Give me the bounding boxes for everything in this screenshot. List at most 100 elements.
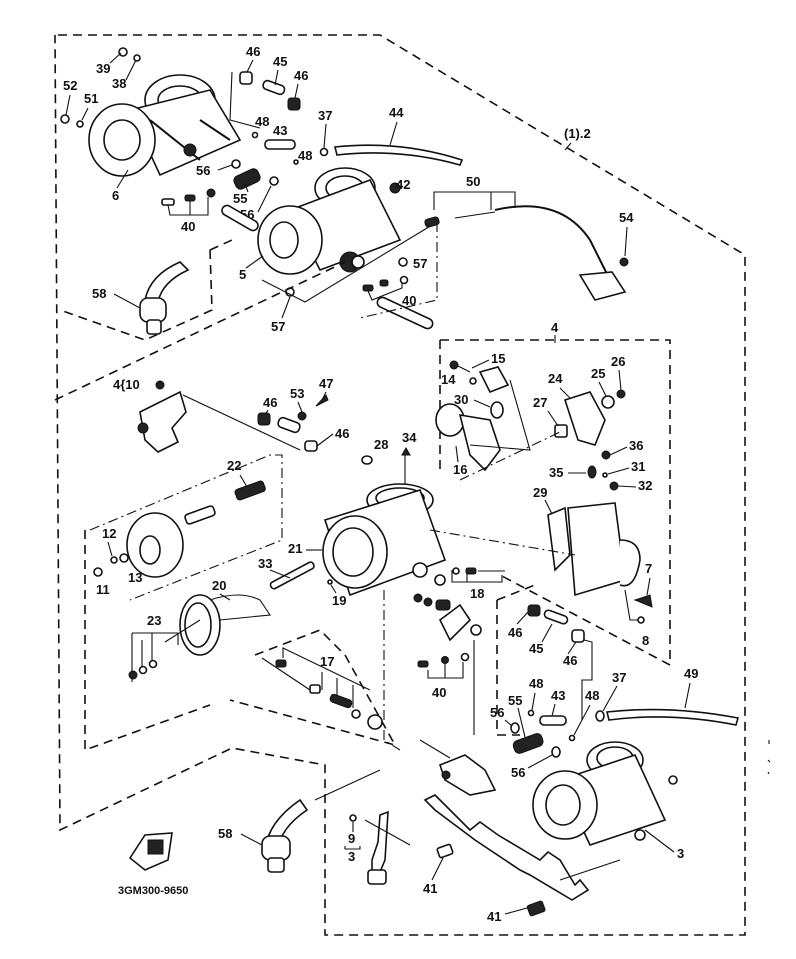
carburetor-symbol-icon	[128, 832, 173, 871]
callout-41a: 41	[423, 881, 437, 896]
callout-53: 53	[290, 386, 304, 401]
callout-41b: 41	[487, 909, 501, 924]
callout-40b: 40	[402, 293, 416, 308]
part-58-upper	[139, 261, 190, 335]
callout-48d: 48	[585, 688, 599, 703]
callout-24: 24	[548, 371, 563, 386]
callout-39: 39	[96, 61, 110, 76]
callout-44: 44	[389, 105, 404, 120]
callout-8: 8	[642, 633, 649, 648]
callout-55a: 55	[233, 191, 247, 206]
callout-55b: 55	[508, 693, 522, 708]
callout-19: 19	[332, 593, 346, 608]
callout-group-4: 4	[551, 320, 559, 335]
carburetor-6	[88, 74, 242, 177]
piston-20	[164, 594, 271, 656]
callout-40a: 40	[181, 219, 195, 234]
callout-48a: 48	[255, 114, 269, 129]
callout-assembly-1-2: (1).2	[564, 126, 591, 141]
callout-9-3-bottom: 3	[348, 849, 355, 864]
callout-37a: 37	[318, 108, 332, 123]
callout-40c: 40	[432, 685, 446, 700]
group-4-boundary	[440, 339, 671, 667]
needle-valve-17	[261, 657, 383, 730]
callout-22: 22	[227, 458, 241, 473]
part-14-bracket	[478, 366, 510, 394]
callout-34: 34	[402, 430, 417, 445]
callout-57a: 57	[413, 256, 427, 271]
callout-6: 6	[112, 188, 119, 203]
callout-28: 28	[374, 437, 388, 452]
callout-17: 17	[320, 654, 334, 669]
callout-48b: 48	[298, 148, 312, 163]
assembly-boundary	[54, 34, 746, 936]
callout-52: 52	[63, 78, 77, 93]
callout-46b: 46	[294, 68, 308, 83]
callout-33: 33	[258, 556, 272, 571]
callout-14: 14	[441, 372, 456, 387]
callout-43a: 43	[273, 123, 287, 138]
callout-57b: 57	[271, 319, 285, 334]
throttle-linkage	[413, 593, 482, 642]
callout-46f: 46	[563, 653, 577, 668]
callout-38: 38	[112, 76, 126, 91]
part-16	[435, 403, 501, 472]
cable-50	[494, 205, 611, 281]
callout-47: 47	[319, 376, 333, 391]
callout-11: 11	[96, 582, 110, 597]
callout-48c: 48	[529, 676, 543, 691]
callout-50: 50	[466, 174, 480, 189]
callout-46e: 46	[508, 625, 522, 640]
carburetor-body-21	[322, 483, 447, 597]
callout-45a: 45	[273, 54, 287, 69]
float-chamber-29	[547, 502, 641, 597]
callout-36: 36	[629, 438, 643, 453]
callout-3: 3	[677, 846, 684, 861]
callout-29: 29	[533, 485, 547, 500]
callout-30: 30	[454, 392, 468, 407]
callout-43b: 43	[551, 688, 565, 703]
callout-25: 25	[591, 366, 605, 381]
carburetor-3	[532, 741, 678, 846]
cover-diaphragm	[126, 480, 266, 578]
callout-56d: 56	[511, 765, 525, 780]
callout-26: 26	[611, 354, 625, 369]
callout-9-3-top: 9	[348, 831, 355, 846]
callout-18: 18	[470, 586, 484, 601]
callout-20: 20	[212, 578, 226, 593]
carb-stay	[423, 794, 590, 901]
callout-4-10: 4{10	[113, 377, 140, 392]
callout-16: 16	[453, 462, 467, 477]
callout-56a: 56	[196, 163, 210, 178]
callout-54: 54	[619, 210, 634, 225]
figure-code: 3GM300-9650	[118, 885, 188, 897]
callout-23: 23	[147, 613, 161, 628]
callout-49: 49	[684, 666, 698, 681]
callout-37b: 37	[612, 670, 626, 685]
callout-46c: 46	[263, 395, 277, 410]
callout-46a: 46	[246, 44, 260, 59]
part-58-lower	[261, 798, 309, 873]
callout-35: 35	[549, 465, 563, 480]
leader-assembly	[564, 142, 572, 151]
bracket-10	[137, 390, 187, 453]
part-24-housing	[563, 391, 606, 446]
callout-58a: 58	[92, 286, 106, 301]
callout-15: 15	[491, 351, 505, 366]
callout-7: 7	[645, 561, 652, 576]
carburetor-5	[257, 167, 402, 275]
callout-45b: 45	[529, 641, 543, 656]
connector-46-45-46-top	[239, 71, 301, 111]
leaders-carb6	[65, 52, 137, 189]
callout-46d: 46	[335, 426, 349, 441]
callout-13: 13	[128, 570, 142, 585]
callout-12: 12	[102, 526, 116, 541]
hose-49	[606, 708, 740, 726]
callout-21: 21	[288, 541, 302, 556]
callout-32: 32	[638, 478, 652, 493]
callout-51: 51	[84, 91, 98, 106]
screws-40-upper	[362, 275, 409, 301]
callout-42: 42	[396, 177, 410, 192]
callout-31: 31	[631, 459, 645, 474]
